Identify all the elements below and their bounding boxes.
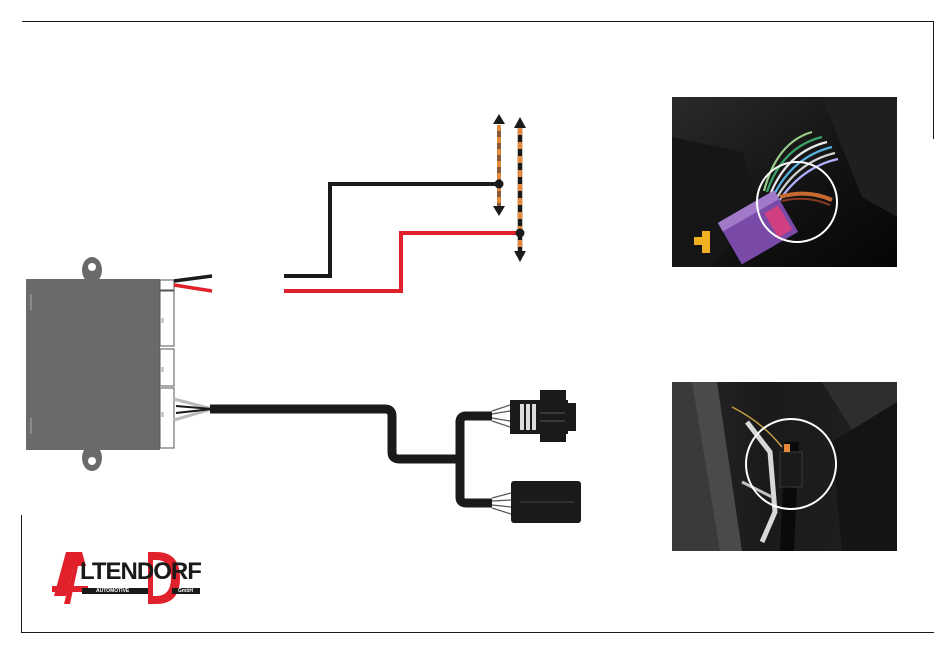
- module-housing: [26, 279, 160, 450]
- twisted-pair-right: [514, 117, 526, 262]
- socket-connector: [511, 481, 581, 523]
- plug-connector: [510, 390, 576, 442]
- frame-right-line: [933, 21, 934, 139]
- breakout-wires-upper: [492, 405, 510, 427]
- module-port-power: [160, 280, 174, 290]
- module-port-bottom: [160, 388, 174, 448]
- splice-point-black: [495, 180, 504, 189]
- wiring-diagram: [0, 0, 640, 540]
- altendorf-logo: LTENDORF AUTOMOTIVE GmbH: [52, 548, 202, 606]
- photo-connector-location: [672, 97, 897, 267]
- logo-tagline: AUTOMOTIVE: [96, 589, 129, 594]
- breakout-wires-lower: [492, 493, 511, 514]
- arrow-down-left: [493, 206, 505, 216]
- logo-brand-text: LTENDORF: [80, 560, 201, 584]
- twisted-pair-left: [493, 114, 505, 216]
- arrow-up-left: [493, 114, 505, 124]
- power-wire-stubs: [174, 276, 212, 291]
- arrow-up-right: [514, 117, 526, 128]
- control-module: [26, 257, 174, 471]
- splice-point-red: [516, 229, 525, 238]
- red-wire: [284, 233, 520, 291]
- photo-harness-location: [672, 382, 897, 551]
- main-harness: [174, 399, 492, 503]
- arrow-down-right: [514, 251, 526, 262]
- logo-suffix: GmbH: [178, 589, 193, 594]
- frame-bottom-line: [22, 632, 934, 633]
- black-wire: [284, 184, 500, 276]
